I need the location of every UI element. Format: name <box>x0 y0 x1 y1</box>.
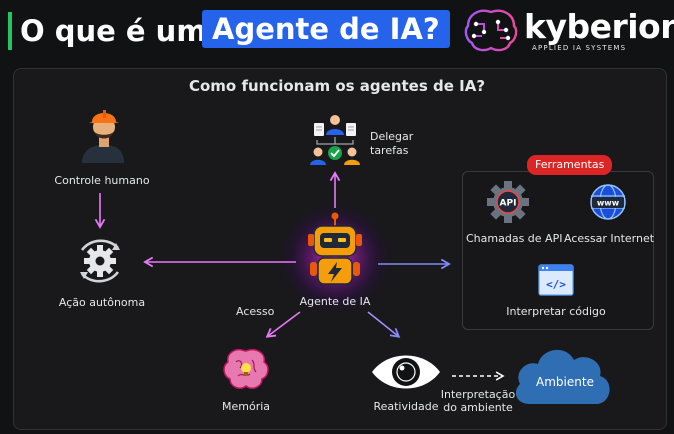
kyberion-brain-logo-icon <box>464 9 518 52</box>
header: O que é um Agente de IA? kyberion APPLIE… <box>0 0 674 60</box>
label-interpret-line1: Interpretação <box>440 388 516 401</box>
eye-icon <box>372 355 440 389</box>
label-delegate-line1: Delegar <box>370 130 414 143</box>
label-reactivity: Reatividade <box>373 400 439 413</box>
api-icon-text: API <box>500 199 517 209</box>
arrow-agent-to-reactivity <box>367 311 401 338</box>
title-accent-bar <box>8 12 12 50</box>
cloud-icon <box>515 349 610 404</box>
label-api-calls: Chamadas de API <box>466 232 563 245</box>
page-title: O que é um <box>20 14 207 48</box>
label-access: Acesso <box>236 305 275 318</box>
label-environment: Ambiente <box>536 375 594 389</box>
globe-icon <box>590 184 626 220</box>
label-agent: Agente de IA <box>299 295 371 308</box>
tools-badge: Ferramentas <box>527 155 613 175</box>
label-code-interpreter: Interpretar código <box>506 305 606 318</box>
brand-tagline: APPLIED IA SYSTEMS <box>532 44 627 52</box>
brain-icon <box>223 349 269 389</box>
robot-icon <box>308 212 362 285</box>
team-icon <box>310 115 360 165</box>
code-window-icon <box>538 264 574 296</box>
label-interpret-line2: do ambiente <box>443 401 513 414</box>
diagram-title: Como funcionam os agentes de IA? <box>188 77 486 95</box>
brand-name: kyberion <box>524 7 674 46</box>
worker-icon <box>82 110 124 163</box>
label-autonomous-action: Ação autônoma <box>58 296 146 309</box>
gear-icon <box>80 239 120 283</box>
label-human-control: Controle humano <box>54 174 150 187</box>
page-title-highlight: Agente de IA? <box>202 10 450 48</box>
label-internet-access: Acessar Internet <box>564 232 655 245</box>
web-icon-text: www <box>597 199 620 208</box>
label-delegate-line2: tarefas <box>370 144 409 157</box>
arrow-agent-to-memory <box>265 311 301 338</box>
label-memory: Memória <box>221 400 271 413</box>
api-gear-icon <box>487 181 529 223</box>
code-icon-text: </> <box>546 278 566 291</box>
